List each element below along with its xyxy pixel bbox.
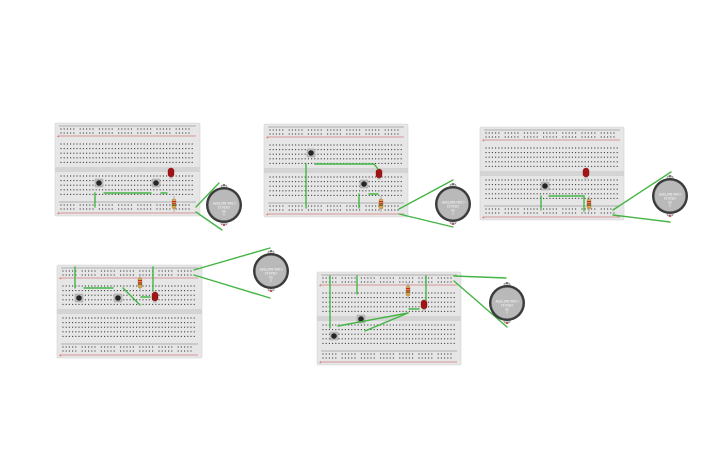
breadboards-layer: ++++++++++ xyxy=(54,122,625,366)
button-cap xyxy=(115,295,121,301)
button-cap xyxy=(76,295,82,301)
jumper-wire[interactable] xyxy=(364,312,409,332)
jumper-wire[interactable] xyxy=(195,211,223,231)
led[interactable] xyxy=(151,291,159,303)
battery-label: 3V xyxy=(450,208,455,212)
jumper-wire[interactable] xyxy=(122,287,141,306)
pushbutton[interactable] xyxy=(540,181,550,191)
breadboard: ++ xyxy=(263,123,409,218)
pushbutton[interactable] xyxy=(306,148,316,158)
resistor[interactable] xyxy=(405,283,411,299)
breadboard: ++ xyxy=(479,126,625,221)
resistor[interactable] xyxy=(171,196,177,212)
battery-label: 3V xyxy=(268,275,273,279)
rail-positive-sign: + xyxy=(319,360,322,365)
battery-label: COIN BATTERY xyxy=(441,200,464,204)
battery-label: 3V xyxy=(504,307,509,311)
button-cap xyxy=(361,181,367,187)
pushbutton[interactable] xyxy=(151,178,161,188)
battery-label: CR2032 xyxy=(218,205,231,209)
jumper-wire[interactable] xyxy=(398,213,454,228)
pushbutton[interactable] xyxy=(329,331,339,341)
jumper-wire[interactable] xyxy=(453,275,507,279)
battery-label: COIN BATTERY xyxy=(658,192,681,196)
breadboard: ++ xyxy=(316,271,462,366)
button-cap xyxy=(308,150,314,156)
rail-positive-sign: + xyxy=(59,276,62,281)
battery-label: COIN BATTERY xyxy=(259,267,282,271)
led[interactable] xyxy=(420,299,428,311)
battery-label: 3V xyxy=(667,200,672,204)
jumper-wire[interactable] xyxy=(193,274,271,299)
button-cap xyxy=(331,333,337,339)
jumper-wire[interactable] xyxy=(193,247,271,271)
rail-positive-sign: + xyxy=(59,353,62,358)
pushbutton[interactable] xyxy=(74,293,84,303)
battery-label: COIN BATTERY xyxy=(212,201,235,205)
rail-positive-sign: + xyxy=(266,135,269,140)
pushbutton[interactable] xyxy=(94,178,104,188)
rail-positive-sign: + xyxy=(57,211,60,216)
battery-label: CR2032 xyxy=(447,204,460,208)
rail-positive-sign: + xyxy=(57,134,60,139)
button-cap xyxy=(542,183,548,189)
battery-label: 3V xyxy=(221,209,226,213)
button-cap xyxy=(153,180,159,186)
wires-layer xyxy=(74,163,672,332)
rail-positive-sign: + xyxy=(482,138,485,143)
battery-label: CR2032 xyxy=(501,303,514,307)
jumper-wire[interactable] xyxy=(314,163,379,170)
led[interactable] xyxy=(375,168,383,180)
button-cap xyxy=(358,316,364,322)
resistor[interactable] xyxy=(378,196,384,212)
jumper-wire[interactable] xyxy=(398,179,454,210)
rail-positive-sign: + xyxy=(266,212,269,217)
battery-label: COIN BATTERY xyxy=(495,299,518,303)
jumper-wire[interactable] xyxy=(195,182,220,208)
jumper-wire[interactable] xyxy=(337,312,409,327)
led[interactable] xyxy=(582,167,590,179)
pushbutton[interactable] xyxy=(113,293,123,303)
breadboard: ++ xyxy=(54,122,201,217)
button-cap xyxy=(96,180,102,186)
resistor[interactable] xyxy=(586,196,592,212)
battery-label: CR2032 xyxy=(664,196,677,200)
jumper-wire[interactable] xyxy=(453,280,508,328)
led[interactable] xyxy=(167,167,175,179)
components-layer xyxy=(74,148,592,341)
pushbutton[interactable] xyxy=(359,179,369,189)
jumper-wire[interactable] xyxy=(548,195,585,212)
rail-positive-sign: + xyxy=(319,283,322,288)
battery-label: CR2032 xyxy=(265,271,278,275)
jumper-wire[interactable] xyxy=(612,171,672,211)
rail-positive-sign: + xyxy=(482,215,485,220)
resistor[interactable] xyxy=(137,275,143,291)
breadboard: ++ xyxy=(56,264,203,359)
jumper-wire[interactable] xyxy=(612,214,671,223)
